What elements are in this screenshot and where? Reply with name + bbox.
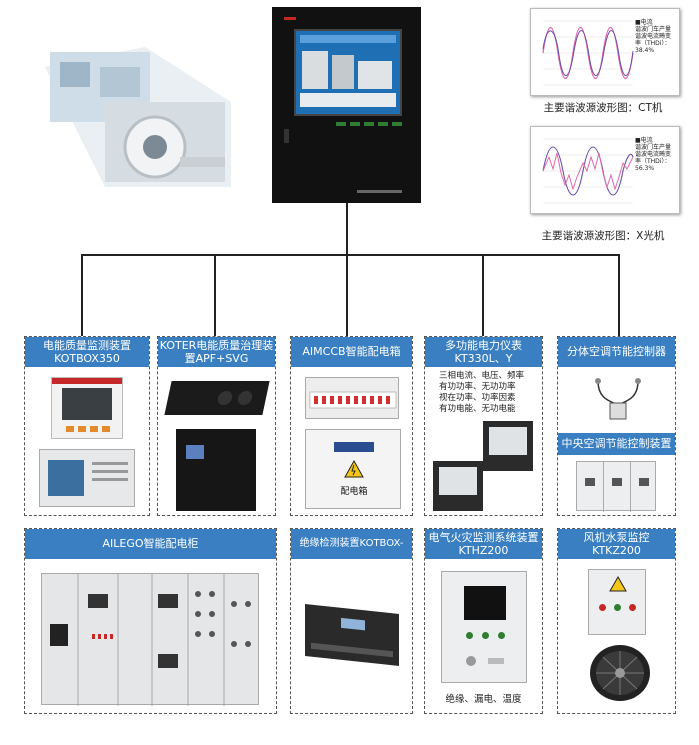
xray-waveform-caption: 主要谐波源波形图：X光机 [541,230,665,242]
distribution-box-label: 配电箱 [340,487,368,497]
panel-logo [284,17,296,20]
card-insulation-header: 绝缘检测装置KOTBOX- [291,529,412,559]
ailego-cabinet-device [41,573,259,706]
card-kotbox350-header: 电能质量监测装置 KOTBOX350 [25,337,149,367]
card-ailego-header: AILEGO智能配电柜 [25,529,276,559]
panel-indicator-3 [364,122,374,126]
fan-device [590,645,650,701]
kotbox-panel-device [39,449,135,507]
card-kotbox350: 电能质量监测装置 KOTBOX350 [24,336,150,516]
card-fire-header: 电气火灾监测系统装置 KTHZ200 [425,529,542,559]
card-meter: 多功能电力仪表 KT330L、Y 三相电流、电压、频率 有功功率、无功功率 视在… [424,336,543,516]
central-monitoring-panel [272,7,421,203]
xray-legend: ■电流 谐波门车产量 谐波电流畸变 率（THDi）： 56.3% [635,137,672,172]
drop-line-4 [482,254,484,336]
panel-indicator-1 [336,122,346,126]
panel-nameplate [357,190,402,193]
panel-indicator-2 [350,122,360,126]
panel-indicator-5 [392,122,402,126]
card-fire-monitor: 电气火灾监测系统装置 KTHZ200 绝缘、漏电、温度 [424,528,543,714]
card-aimccb: AIMCCB智能配电箱 配电箱 [290,336,413,516]
card-insulation: 绝缘检测装置KOTBOX- [290,528,413,714]
ct-waveform-caption: 主要谐波源波形图：CT机 [543,102,663,114]
card-central-ac-header: 中央空调节能控制装置 [558,433,675,455]
drop-line-3 [346,254,348,336]
drop-line-5 [618,254,620,336]
kotbox-meter-device [51,377,123,439]
trunk-line [346,203,348,255]
xray-waveform-chart: ■电流 谐波门车产量 谐波电流畸变 率（THDi）： 56.3% [530,126,680,214]
card-meter-header: 多功能电力仪表 KT330L、Y [425,337,542,367]
fire-monitor-device [441,571,527,683]
hospital-equipment-photo [45,47,231,187]
apf-rack-device [164,381,270,415]
card-fan-header: 风机水泵监控 KTKZ200 [558,529,675,559]
ct-legend: ■电流 谐波门车产量 谐波电流畸变 率（THDi）： 38.4% [635,19,672,54]
distribution-box-device: 配电箱 [305,429,401,509]
card-aimccb-header: AIMCCB智能配电箱 [291,337,412,367]
card-split-ac-header: 分体空调节能控制器 [558,337,675,367]
card-ailego: AILEGO智能配电柜 [24,528,277,714]
fan-control-box-device [588,569,646,635]
central-ac-cabinet-device [576,461,656,512]
meter-device-2 [433,461,483,511]
card-apf-header: KOTER电能质量治理装 置APF+SVG [158,337,275,367]
bus-line [81,254,620,256]
drop-line-2 [214,254,216,336]
split-ac-controller-device [595,378,641,420]
insulation-monitor-device [305,604,399,666]
panel-screen [294,29,402,116]
panel-lock [284,129,289,143]
card-fan-pump: 风机水泵监控 KTKZ200 [557,528,676,714]
card-ac-controllers: 分体空调节能控制器 中央空调节能控制装置 [557,336,676,516]
panel-indicator-4 [378,122,388,126]
ct-waveform-chart: ■电流 谐波门车产量 谐波电流畸变 率（THDi）： 38.4% [530,8,680,96]
meter-features: 三相电流、电压、频率 有功功率、无功功率 视在功率、功率因素 有功电能、无功电能 [439,371,525,414]
fire-caption: 绝缘、漏电、温度 [445,694,522,705]
breaker-strip-device [305,377,399,419]
meter-device-1 [483,421,533,471]
card-apf-svg: KOTER电能质量治理装 置APF+SVG [157,336,276,516]
drop-line-1 [81,254,83,336]
svg-cabinet-device [176,429,256,511]
